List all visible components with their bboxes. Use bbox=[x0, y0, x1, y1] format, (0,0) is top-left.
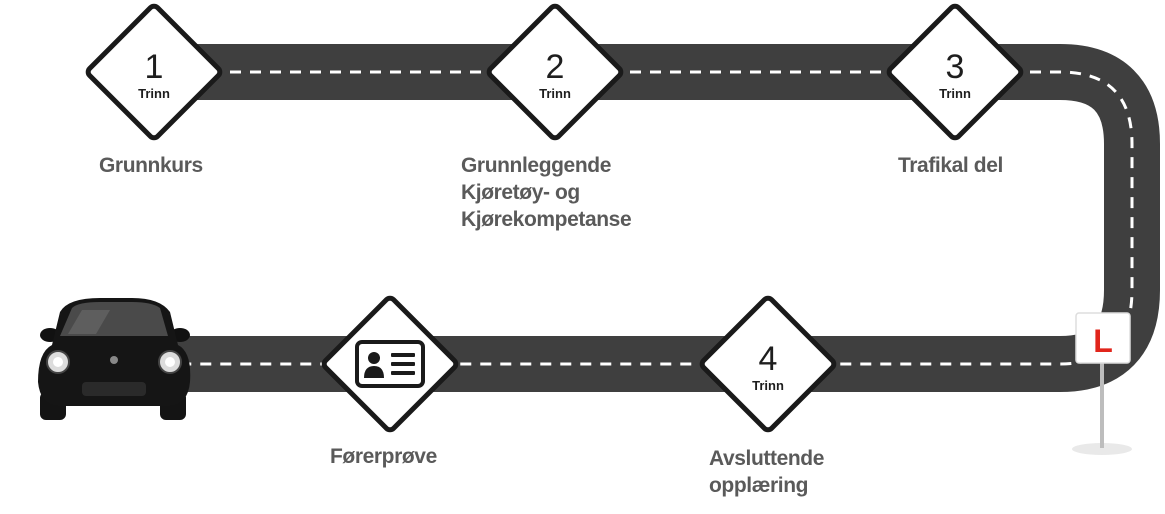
step-word: Trinn bbox=[539, 86, 571, 101]
road-center-line bbox=[150, 70, 1134, 366]
road-surface bbox=[150, 44, 1160, 392]
learner-sign: L bbox=[1072, 312, 1132, 455]
sign-shadow bbox=[1072, 443, 1132, 455]
title-line: opplæring bbox=[709, 474, 809, 497]
step-number: 3 bbox=[946, 48, 965, 86]
title-line: Avsluttende bbox=[709, 447, 825, 470]
step-word: Trinn bbox=[752, 378, 784, 393]
step-number: 2 bbox=[546, 48, 565, 86]
sign-pole bbox=[1100, 358, 1104, 448]
exam-title: Førerprøve bbox=[330, 443, 437, 470]
title-line: Grunnleggende bbox=[461, 154, 611, 177]
step-4-title: Avsluttende opplæring bbox=[709, 445, 824, 499]
car-icon bbox=[38, 298, 191, 420]
road bbox=[150, 44, 1160, 392]
step-word: Trinn bbox=[138, 86, 170, 101]
id-card-icon bbox=[355, 340, 425, 388]
exam-sign bbox=[321, 295, 459, 433]
step-1-title: Grunnkurs bbox=[99, 152, 203, 179]
step-sign-3: 3 Trinn bbox=[886, 3, 1024, 141]
step-word: Trinn bbox=[939, 86, 971, 101]
step-sign-2: 2 Trinn bbox=[486, 3, 624, 141]
learner-letter: L bbox=[1093, 323, 1113, 359]
title-line: Kjørekompetanse bbox=[461, 208, 632, 231]
step-number: 4 bbox=[759, 340, 778, 378]
title-line: Trafikal del bbox=[898, 154, 1003, 177]
sign-board bbox=[1075, 312, 1131, 364]
step-3-title: Trafikal del bbox=[898, 152, 1003, 179]
title-line: Kjøretøy- og bbox=[461, 181, 580, 204]
step-2-title: Grunnleggende Kjøretøy- og Kjørekompetan… bbox=[461, 152, 632, 233]
title-line: Førerprøve bbox=[330, 445, 437, 468]
step-number: 1 bbox=[145, 48, 164, 86]
step-sign-4: 4 Trinn bbox=[699, 295, 837, 433]
title-line: Grunnkurs bbox=[99, 154, 203, 177]
step-sign-1: 1 Trinn bbox=[85, 3, 223, 141]
